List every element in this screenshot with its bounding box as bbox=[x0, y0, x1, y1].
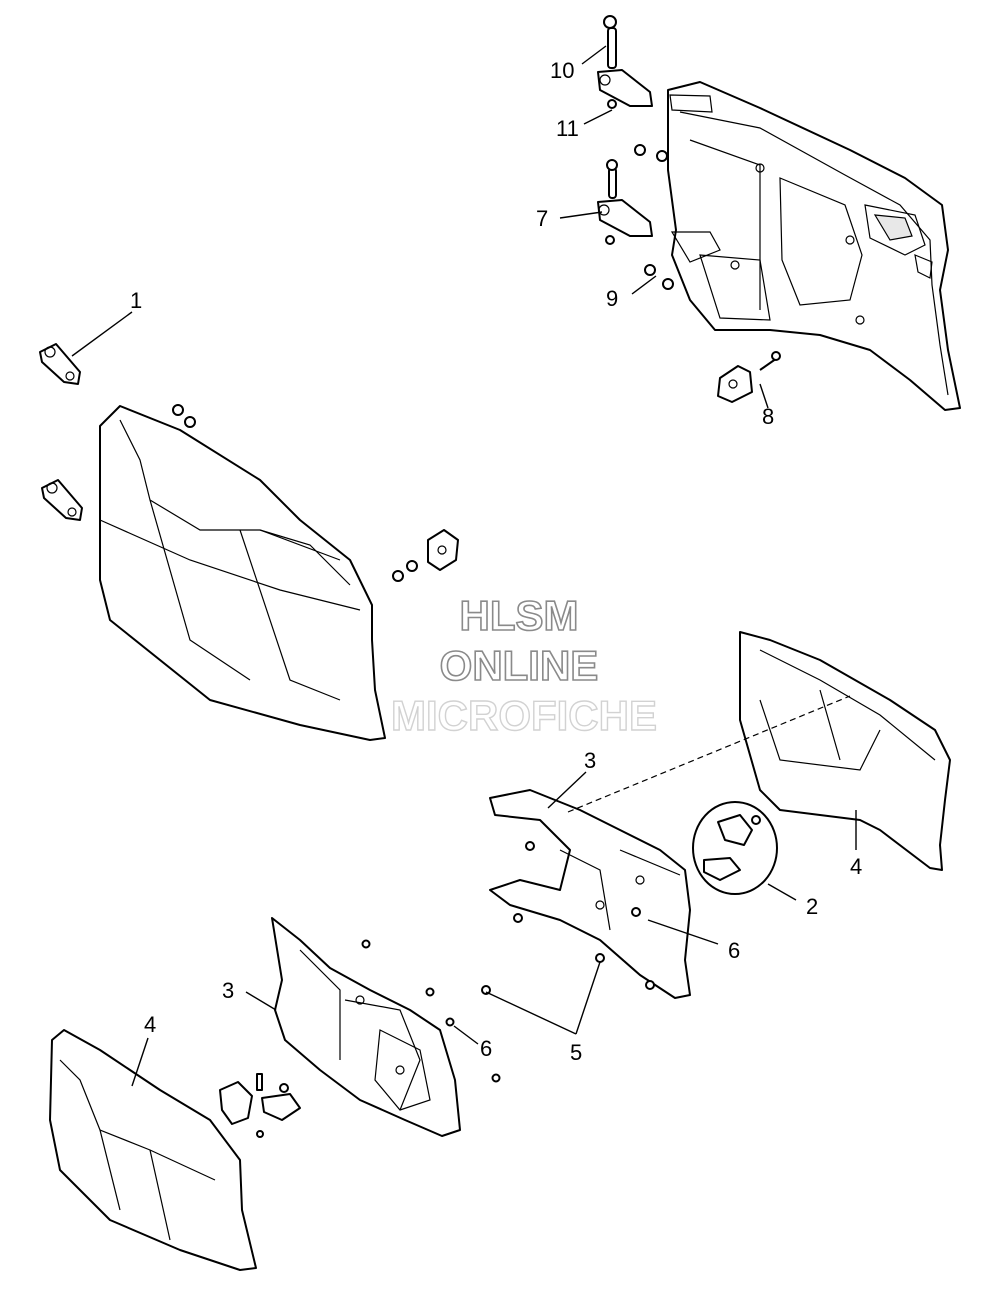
latch-plate-left bbox=[427, 529, 459, 571]
bolts-left bbox=[172, 404, 418, 582]
latch-lower bbox=[219, 1073, 301, 1138]
frame-lower-left bbox=[271, 917, 461, 1137]
upper-door-frame bbox=[667, 81, 961, 411]
callout-1: 1 bbox=[130, 288, 142, 313]
callout-8: 8 bbox=[762, 404, 774, 429]
callout-3-lower: 3 bbox=[222, 978, 234, 1003]
callout-6-right: 6 bbox=[728, 938, 740, 963]
callout-labels: 1 2 3 3 4 4 5 6 6 7 8 9 10 11 bbox=[130, 58, 862, 1065]
callout-6-left: 6 bbox=[480, 1036, 492, 1061]
door-panel-right bbox=[739, 631, 951, 871]
screws-lower bbox=[361, 939, 501, 1083]
callout-7: 7 bbox=[536, 206, 548, 231]
leader-lines bbox=[71, 45, 857, 1087]
door-panel-upper-left bbox=[99, 405, 386, 741]
watermark-line-2: ONLINE bbox=[440, 642, 599, 689]
hinge-link-2 bbox=[41, 479, 83, 521]
callout-9: 9 bbox=[606, 286, 618, 311]
frame-right bbox=[489, 789, 691, 999]
dashed-guide-line bbox=[567, 695, 851, 813]
watermark: HLSM ONLINE MICROFICHE bbox=[390, 591, 657, 740]
callout-11: 11 bbox=[556, 116, 579, 141]
hinge-link-1 bbox=[39, 343, 81, 385]
callout-4-right: 4 bbox=[850, 854, 862, 879]
watermark-line-3: MICROFICHE bbox=[391, 692, 657, 739]
latch-assembly bbox=[692, 801, 778, 895]
door-panel-lower-left bbox=[49, 1029, 257, 1271]
callout-2: 2 bbox=[806, 894, 818, 919]
watermark-line-1: HLSM bbox=[460, 592, 579, 639]
latch-plate-upper bbox=[717, 351, 781, 403]
callout-3-upper: 3 bbox=[584, 748, 596, 773]
hinge-upper bbox=[597, 15, 653, 109]
callout-4-left: 4 bbox=[144, 1012, 156, 1037]
hinge-lower bbox=[597, 159, 653, 245]
callout-10: 10 bbox=[550, 58, 574, 83]
screws-upper bbox=[634, 144, 674, 290]
callout-5: 5 bbox=[570, 1040, 582, 1065]
